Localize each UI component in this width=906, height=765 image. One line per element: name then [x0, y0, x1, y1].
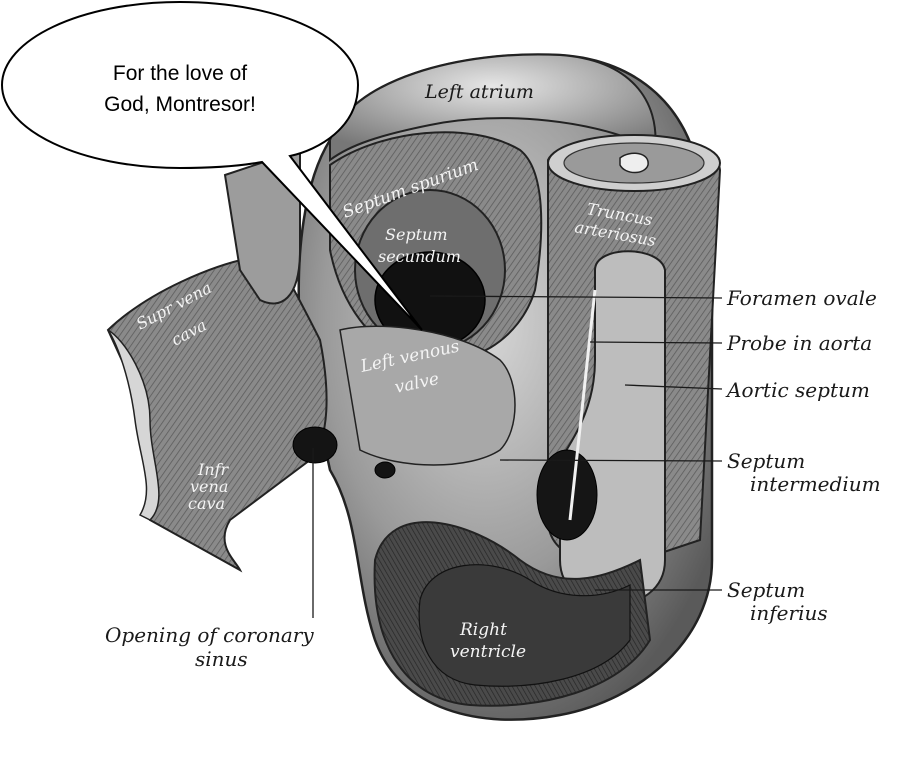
label-infr-vena-cava-2: vena: [190, 477, 228, 496]
leader-probe-in-aorta: [589, 341, 723, 344]
label-septum-intermedium-2: intermedium: [750, 472, 881, 496]
leader-septum-intermedium: [499, 459, 723, 462]
label-coronary-sinus-1: Opening of coronary: [105, 623, 314, 647]
speech-bubble-shape: [0, 0, 423, 331]
vena-cava-rim: [107, 329, 160, 521]
label-right-ventricle-2: ventricle: [450, 642, 526, 662]
small-opening: [374, 461, 396, 479]
leader-lines: [312, 295, 723, 618]
leader-aortic-septum: [624, 384, 723, 390]
right-ventricle-rim: [418, 564, 631, 687]
speech-bubble-line-1: For the love of: [113, 62, 247, 85]
label-infr-vena-cava-1: Infr: [197, 460, 230, 479]
label-probe-in-aorta: Probe in aorta: [726, 331, 872, 355]
label-septum-secundum-2: secundum: [378, 247, 461, 266]
truncus-inner-mark: [619, 152, 649, 174]
probe: [568, 289, 597, 521]
label-septum-inferius-2: inferius: [750, 601, 828, 625]
label-coronary-sinus-2: sinus: [195, 647, 248, 671]
probe-channel: [536, 449, 598, 541]
left-venous-valve: [339, 325, 516, 466]
callout-labels: Foramen ovale Probe in aorta Aortic sept…: [105, 286, 881, 671]
heart-illustration: [106, 53, 722, 721]
coronary-sinus-opening: [292, 426, 338, 464]
label-septum-inferius-1: Septum: [727, 578, 805, 602]
label-foramen-ovale: Foramen ovale: [726, 286, 877, 310]
label-septum-intermedium-1: Septum: [727, 449, 805, 473]
label-right-ventricle-1: Right: [459, 620, 507, 640]
upper-left-tube: [223, 148, 301, 305]
label-aortic-septum: Aortic septum: [725, 378, 870, 402]
speech-bubble: For the love of God, Montresor!: [0, 0, 423, 331]
label-infr-vena-cava-3: cava: [188, 494, 225, 513]
label-left-atrium: Left atrium: [424, 81, 534, 103]
label-septum-secundum-1: Septum: [385, 225, 448, 244]
leader-foramen-ovale: [429, 295, 723, 299]
speech-bubble-line-2: God, Montresor!: [104, 93, 256, 116]
